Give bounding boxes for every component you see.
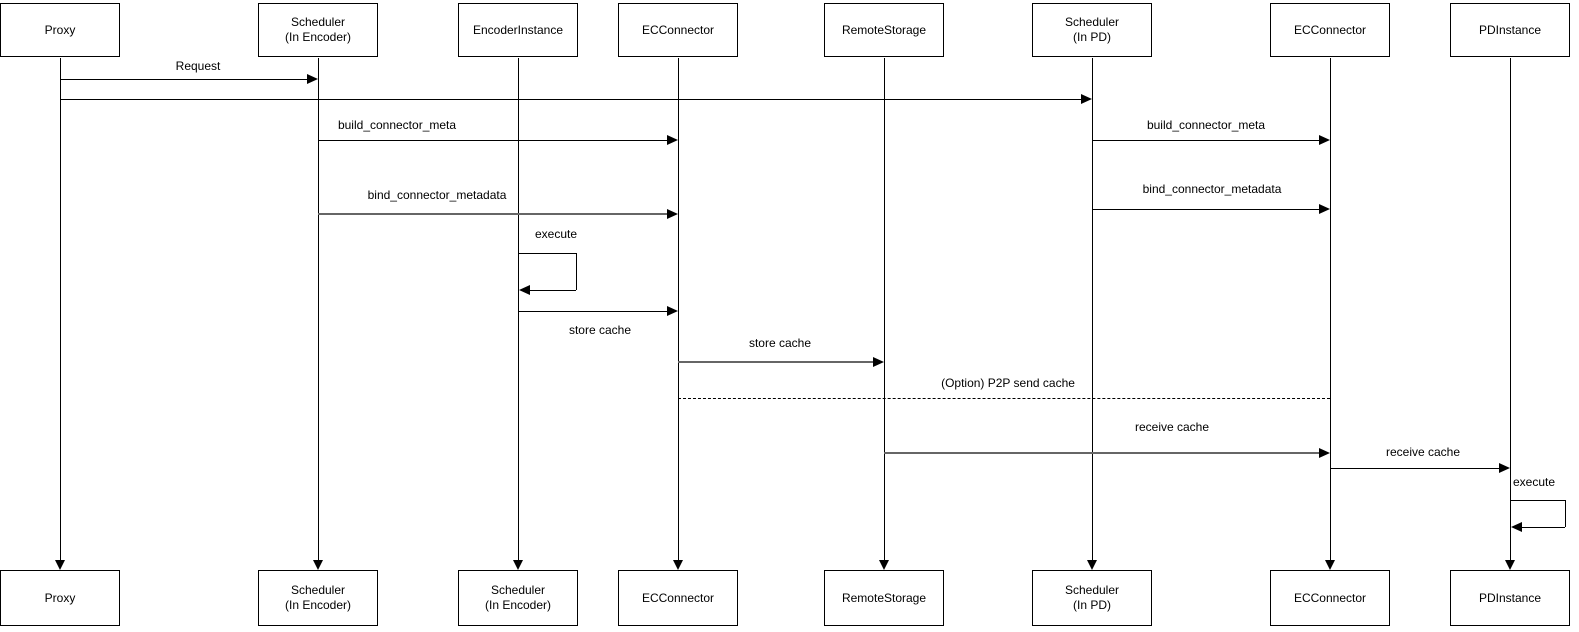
lifeline-end-arrow-icon [673,560,683,570]
participant-bottom-scheduler-encoder-2: Scheduler (In Encoder) [458,570,578,626]
message-line-bind-connector-metadata-left [318,213,668,215]
lifeline-end-arrow-icon [1087,560,1097,570]
arrowhead-icon [667,306,678,316]
lifeline-remote-storage [884,58,885,560]
arrowhead-icon [667,209,678,219]
arrowhead-icon [307,74,318,84]
participant-bottom-ec-connector-2: ECConnector [1270,570,1390,626]
lifeline-scheduler-pd [1092,58,1093,560]
arrowhead-icon [1511,522,1522,532]
lifeline-end-arrow-icon [879,560,889,570]
lifeline-scheduler-encoder [318,58,319,560]
self-loop-segment [576,253,577,290]
self-loop-segment [1565,500,1566,527]
message-label-bind-connector-metadata-left: bind_connector_metadata [365,188,509,202]
participant-top-scheduler-pd: Scheduler (In PD) [1032,3,1152,57]
participant-top-proxy: Proxy [0,3,120,57]
participant-bottom-scheduler-pd: Scheduler (In PD) [1032,570,1152,626]
lifeline-end-arrow-icon [313,560,323,570]
message-line-bind-connector-metadata-right [1092,209,1320,210]
message-label-receive-cache-remote: receive cache [1132,420,1212,434]
message-label-store-cache-encoder: store cache [566,323,634,337]
arrowhead-icon [873,357,884,367]
lifeline-ec-connector-2 [1330,58,1331,560]
participant-bottom-remote-storage: RemoteStorage [824,570,944,626]
message-label-p2p-send-cache: (Option) P2P send cache [939,376,1077,390]
message-line-store-cache-encoder [518,311,668,312]
lifeline-end-arrow-icon [1325,560,1335,570]
participant-top-ec-connector-1: ECConnector [618,3,738,57]
message-label-request: Request [173,59,223,73]
arrowhead-icon [1319,204,1330,214]
message-line-receive-cache-remote [884,452,1319,454]
lifeline-ec-connector-1 [678,58,679,560]
message-line-build-connector-meta-right [1092,140,1320,141]
lifeline-end-arrow-icon [55,560,65,570]
participant-bottom-pd-instance: PDInstance [1450,570,1570,626]
lifeline-end-arrow-icon [513,560,523,570]
message-line-build-connector-meta-left [318,140,668,141]
message-line-proxy-to-scheduler-pd [60,99,1082,100]
lifeline-pd-instance [1510,58,1511,560]
lifeline-end-arrow-icon [1505,560,1515,570]
message-label-execute-encoder: execute [532,227,580,241]
participant-top-pd-instance: PDInstance [1450,3,1570,57]
message-label-bind-connector-metadata-right: bind_connector_metadata [1140,182,1284,196]
arrowhead-icon [1319,448,1330,458]
participant-top-remote-storage: RemoteStorage [824,3,944,57]
arrowhead-icon [667,135,678,145]
message-label-build-connector-meta-left: build_connector_meta [335,118,459,132]
participant-bottom-scheduler-encoder: Scheduler (In Encoder) [258,570,378,626]
participant-bottom-proxy: Proxy [0,570,120,626]
message-line-request [60,79,308,80]
arrowhead-icon [1081,94,1092,104]
message-line-receive-cache-pd [1330,468,1500,469]
self-loop-segment [1511,500,1565,501]
participant-bottom-ec-connector-1: ECConnector [618,570,738,626]
message-label-store-cache-remote: store cache [746,336,814,350]
self-loop-segment [530,290,576,291]
arrowhead-icon [1499,463,1510,473]
message-line-store-cache-remote [678,361,873,363]
arrowhead-icon [1319,135,1330,145]
lifeline-encoder-instance [518,58,519,560]
message-label-receive-cache-pd: receive cache [1383,445,1463,459]
self-loop-segment [519,253,576,254]
lifeline-proxy [60,58,61,560]
participant-top-scheduler-encoder: Scheduler (In Encoder) [258,3,378,57]
message-label-execute-pd: execute [1510,475,1558,489]
participant-top-ec-connector-2: ECConnector [1270,3,1390,57]
message-line-p2p-send-cache [678,398,1330,399]
self-loop-segment [1522,527,1565,528]
participant-top-encoder-instance: EncoderInstance [458,3,578,57]
message-label-build-connector-meta-right: build_connector_meta [1144,118,1268,132]
arrowhead-icon [519,285,530,295]
